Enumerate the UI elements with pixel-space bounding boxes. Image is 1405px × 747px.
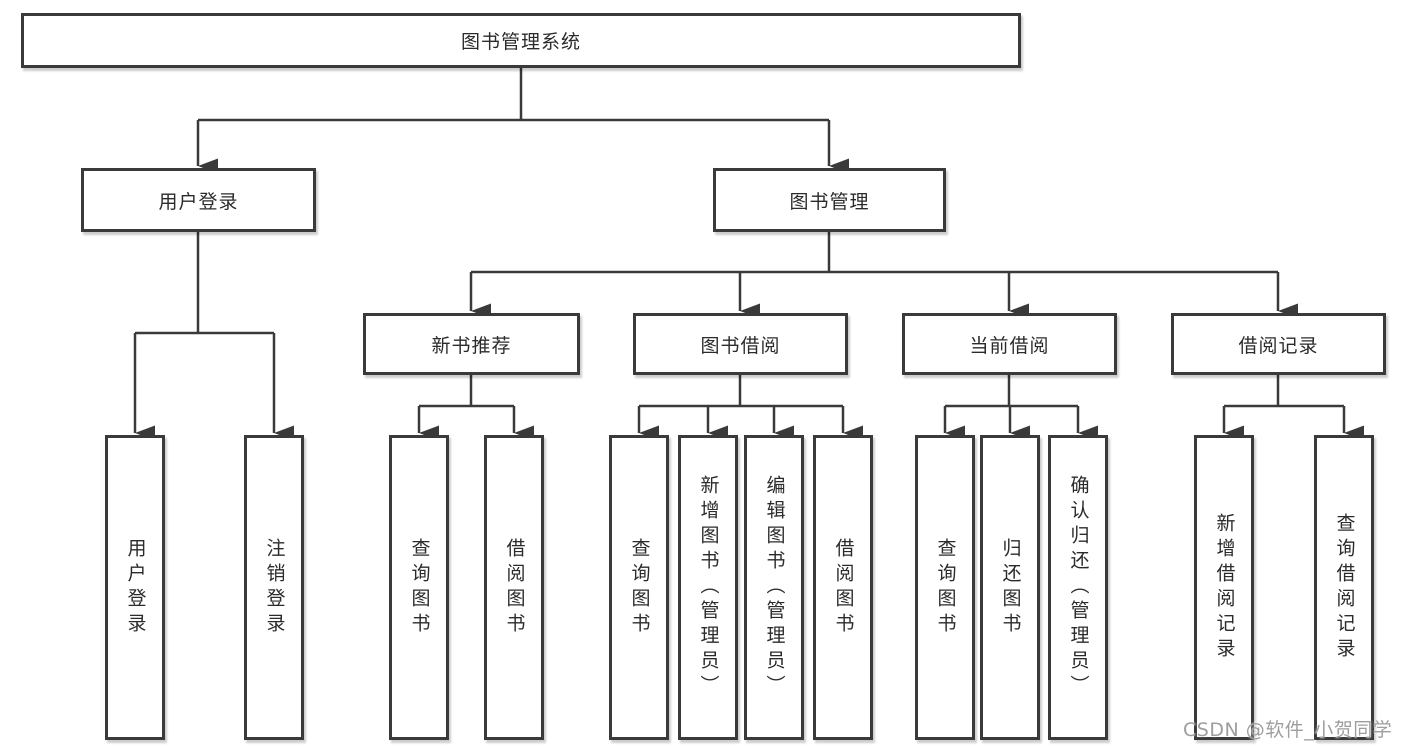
node-new-book-recommend: 新书推荐: [363, 313, 580, 375]
leaf-edit-book-admin: 编辑图书（管理员）: [744, 435, 804, 740]
node-book-management-label: 图书管理: [789, 190, 870, 213]
connector-book-borrow-split: [639, 375, 843, 408]
leaf-borrow-books-borrowing: 借阅图书: [813, 435, 873, 740]
leaf-add-book-admin-label: 新增图书（管理员）: [697, 475, 720, 700]
connector-arrows: [133, 120, 1364, 441]
leaf-user-login: 用户登录: [105, 435, 165, 740]
watermark-text: CSDN @软件_小贺同学: [1183, 719, 1393, 741]
leaf-edit-book-admin-label: 编辑图书（管理员）: [763, 475, 786, 700]
node-library-system: 图书管理系统: [21, 13, 1021, 68]
connector-borrow-record-split: [1224, 375, 1344, 408]
node-book-borrowing: 图书借阅: [633, 313, 848, 375]
leaf-query-books-current-label: 查询图书: [934, 537, 957, 638]
node-user-login: 用户登录: [81, 168, 316, 232]
node-user-login-label: 用户登录: [158, 190, 239, 213]
node-borrowing-records: 借阅记录: [1171, 313, 1386, 375]
node-current-borrowing-label: 当前借阅: [969, 334, 1050, 357]
leaf-query-books-current: 查询图书: [915, 435, 975, 740]
leaf-confirm-return-admin-label: 确认归还（管理员）: [1067, 475, 1090, 700]
leaf-query-borrow-record: 查询借阅记录: [1314, 435, 1374, 740]
leaf-confirm-return-admin: 确认归还（管理员）: [1048, 435, 1108, 740]
leaf-query-books-borrowing: 查询图书: [609, 435, 669, 740]
leaf-add-borrow-record: 新增借阅记录: [1194, 435, 1254, 740]
leaf-logout: 注销登录: [244, 435, 304, 740]
node-book-borrowing-label: 图书借阅: [700, 334, 781, 357]
leaf-borrow-books-recommend-label: 借阅图书: [503, 537, 526, 638]
leaf-query-books-recommend: 查询图书: [389, 435, 449, 740]
leaf-borrow-books-borrowing-label: 借阅图书: [832, 537, 855, 638]
leaf-logout-label: 注销登录: [263, 537, 286, 638]
leaf-user-login-label: 用户登录: [124, 537, 147, 638]
node-current-borrowing: 当前借阅: [902, 313, 1117, 375]
connector-book-mgmt-split: [471, 232, 1278, 274]
leaf-add-book-admin: 新增图书（管理员）: [678, 435, 738, 740]
connector-current-borrow-split: [945, 375, 1078, 408]
connector-root-split: [198, 68, 829, 122]
leaf-return-book: 归还图书: [980, 435, 1040, 740]
node-library-system-label: 图书管理系统: [460, 31, 581, 53]
leaf-add-borrow-record-label: 新增借阅记录: [1213, 512, 1236, 663]
node-new-book-recommend-label: 新书推荐: [431, 334, 512, 357]
connector-new-book-split: [419, 375, 514, 408]
leaf-query-books-recommend-label: 查询图书: [408, 537, 431, 638]
leaf-return-book-label: 归还图书: [999, 537, 1022, 638]
node-borrowing-records-label: 借阅记录: [1238, 334, 1319, 357]
node-book-management: 图书管理: [713, 168, 946, 232]
leaf-query-books-borrowing-label: 查询图书: [628, 537, 651, 638]
connector-user-login-split: [135, 232, 274, 335]
leaf-query-borrow-record-label: 查询借阅记录: [1333, 512, 1356, 663]
leaf-borrow-books-recommend: 借阅图书: [484, 435, 544, 740]
